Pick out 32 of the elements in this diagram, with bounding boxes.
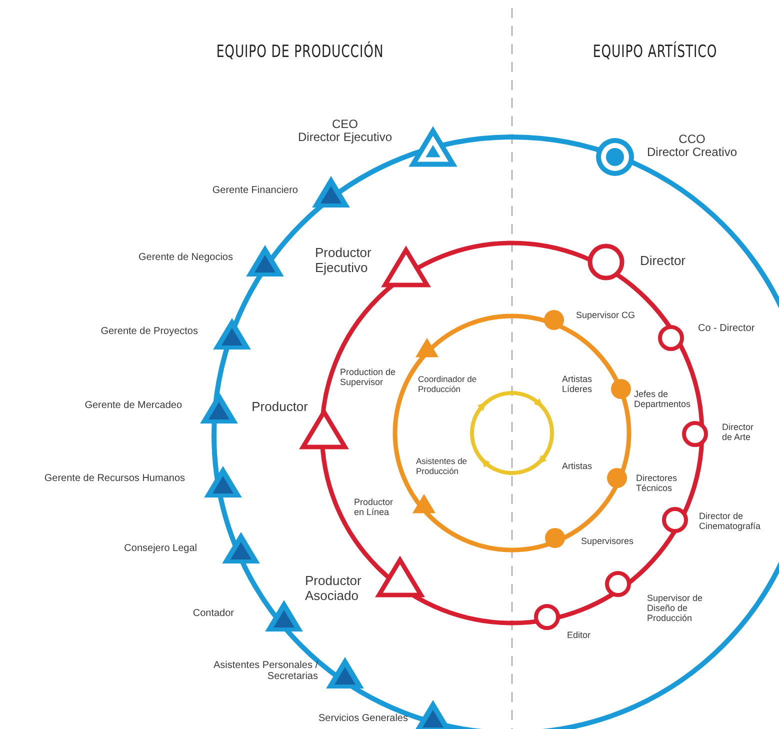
role-label: Productor	[252, 400, 308, 415]
role-label: Asistentes Personales / Secretarias	[212, 660, 318, 682]
role-label: Director de Arte	[722, 422, 755, 442]
role-label: Productor en Línea	[354, 497, 394, 518]
role-label: Gerente de Mercadeo	[84, 400, 182, 412]
team-heading: EQUIPO DE PRODUCCIÓN	[216, 42, 384, 62]
team-heading: EQUIPO ARTÍSTICO	[592, 42, 718, 62]
role-label: CEO Director Ejecutivo	[296, 118, 394, 145]
role-label: Artistas Líderes	[562, 374, 594, 394]
role-label: Gerente de Recursos Humanos	[44, 473, 185, 484]
role-label: Directores Técnicos	[636, 473, 678, 494]
role-label: Gerente de Negocios	[138, 252, 233, 264]
role-label: Director	[640, 254, 686, 269]
role-label: Productor Ejecutivo	[315, 246, 372, 276]
role-label: Co - Director	[698, 323, 755, 334]
role-label: Gerente de Proyectos	[100, 326, 198, 338]
role-label: Artistas	[562, 461, 592, 472]
role-label: Coordinador de Producción	[418, 375, 478, 394]
role-label: Consejero Legal	[124, 543, 197, 554]
role-label: Gerente Financiero	[212, 185, 298, 196]
role-label: Asistentes de Producción	[416, 457, 468, 476]
role-label: Director de Cinematografía	[699, 511, 762, 532]
role-label: Supervisor CG	[576, 310, 636, 320]
role-label: Supervisores	[581, 536, 634, 546]
role-label: Productor Asociado	[305, 574, 362, 604]
role-label: Editor	[567, 630, 591, 640]
role-label: Servicios Generales	[318, 713, 408, 724]
role-label: Contador	[192, 608, 234, 620]
role-label: Jefes de Departmentos	[634, 389, 692, 410]
role-label: CCO Director Creativo	[646, 133, 738, 160]
role-label: Supervisor de Diseño de Producción	[647, 593, 704, 624]
role-label: Production de Supervisor	[340, 367, 397, 388]
